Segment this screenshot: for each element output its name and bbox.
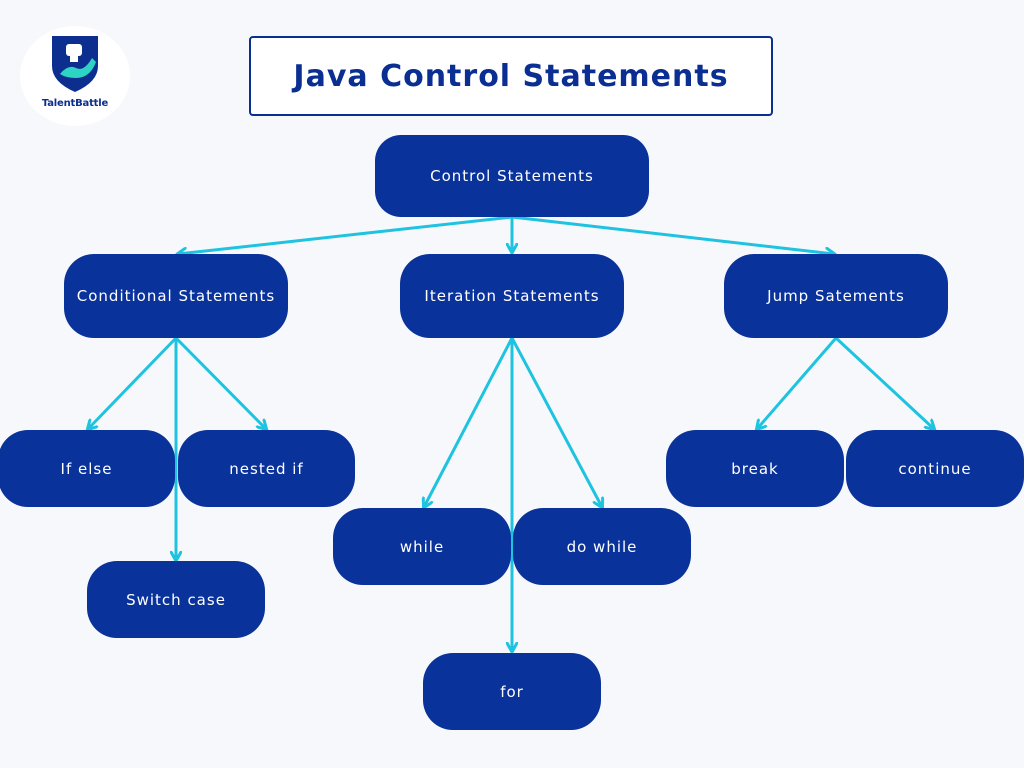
edge-root-conditional xyxy=(178,215,514,254)
edge-conditional-ifelse xyxy=(88,336,178,429)
node-control-statements: Control Statements xyxy=(375,135,649,217)
node-continue: continue xyxy=(846,430,1024,507)
node-conditional-statements: Conditional Statements xyxy=(64,254,288,338)
edge-jump-break xyxy=(757,336,838,429)
logo-wordmark: TalentBattle xyxy=(41,98,109,109)
node-while: while xyxy=(333,508,511,585)
edge-jump-continue xyxy=(834,336,934,429)
edge-root-jump xyxy=(510,215,834,254)
title-box: Java Control Statements xyxy=(249,36,773,116)
node-do-while: do while xyxy=(513,508,691,585)
page-title: Java Control Statements xyxy=(293,58,729,94)
node-jump-statements: Jump Satements xyxy=(724,254,948,338)
edge-iteration-while xyxy=(424,336,514,507)
node-switch-case: Switch case xyxy=(87,561,265,638)
node-break: break xyxy=(666,430,844,507)
node-for: for xyxy=(423,653,601,730)
edge-iteration-dowhile xyxy=(510,336,602,507)
node-iteration-statements: Iteration Statements xyxy=(400,254,624,338)
node-nested-if: nested if xyxy=(178,430,355,507)
node-if-else: If else xyxy=(0,430,175,507)
talentbattle-logo: TalentBattle xyxy=(20,26,130,126)
shield-icon xyxy=(52,36,98,92)
edge-conditional-nestedif xyxy=(174,336,266,429)
